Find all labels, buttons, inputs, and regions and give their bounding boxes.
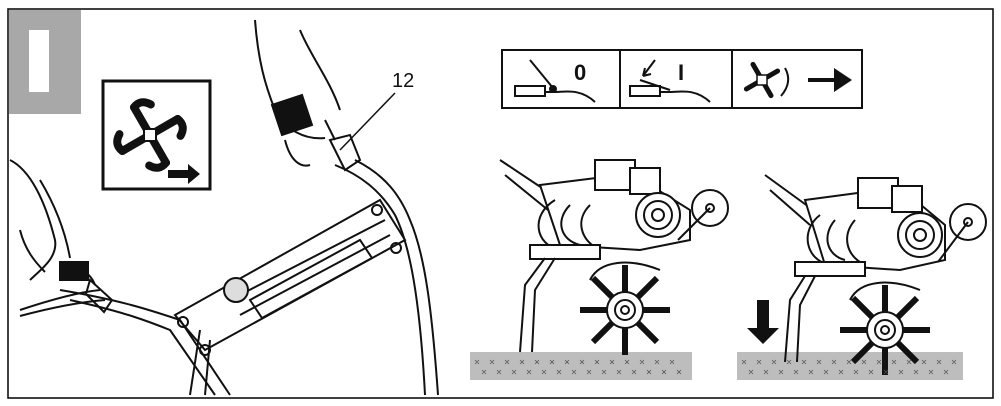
step-tab: I (9, 10, 81, 114)
tine-rotation-warning-icon (101, 79, 212, 191)
lever-on-icon (629, 59, 711, 103)
callout-12: 12 (339, 70, 414, 151)
arrow-down-icon (747, 300, 779, 344)
callout-number: 12 (392, 70, 414, 92)
tiller-illustration-raised (470, 159, 729, 380)
diagram-frame (7, 8, 994, 399)
ground-surface-2 (737, 352, 963, 380)
lever-on-label: I (678, 60, 684, 85)
lever-off-label: 0 (574, 60, 586, 85)
arrow-right-icon (808, 68, 852, 92)
tiller-illustration-lowered (737, 174, 987, 380)
lever-off-icon (514, 59, 596, 103)
ground-texture (474, 359, 957, 375)
ground-surface (470, 352, 692, 380)
handlebar-illustration (9, 19, 439, 396)
lever-symbol-strip: 0 I (501, 49, 863, 109)
